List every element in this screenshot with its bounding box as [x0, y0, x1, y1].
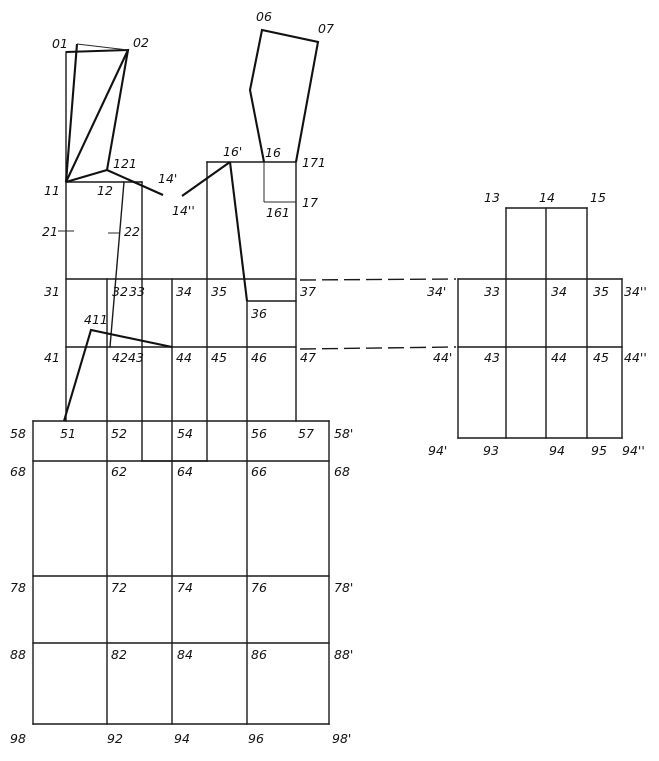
- label-37: 37: [300, 284, 316, 299]
- contour-121-42: [109, 181, 125, 348]
- label-54: 54: [177, 426, 193, 441]
- label-02: 02: [133, 35, 149, 50]
- label-r43: 43: [484, 350, 500, 365]
- label-r34: 34: [551, 284, 567, 299]
- label-94: 94: [174, 731, 190, 746]
- label-16: 16: [265, 145, 281, 160]
- label-52: 52: [111, 426, 127, 441]
- label-74: 74: [177, 580, 193, 595]
- label-41: 41: [44, 350, 60, 365]
- label-r14: 14: [539, 190, 555, 205]
- label-84: 84: [177, 647, 193, 662]
- label-68r: 68: [334, 464, 350, 479]
- label-62: 62: [111, 464, 127, 479]
- label-78: 78: [10, 580, 26, 595]
- main-horizontal-lines: [32, 161, 330, 725]
- label-42: 42: [112, 350, 128, 365]
- point-labels: 01 02 06 07 11 12 121 14' 14'' 16' 16 17…: [10, 9, 647, 746]
- contour-01a-11: [64, 43, 79, 183]
- label-46: 46: [251, 350, 267, 365]
- contour-lines: [62, 28, 320, 422]
- label-96: 96: [248, 731, 264, 746]
- contour-16a-36: [228, 161, 249, 302]
- label-43: 43: [128, 350, 144, 365]
- label-32: 32: [112, 284, 128, 299]
- contour-top-edge: [76, 43, 129, 51]
- label-47: 47: [300, 350, 316, 365]
- label-r34a: 34': [427, 284, 446, 299]
- label-31: 31: [44, 284, 60, 299]
- main-vertical-lines: [32, 51, 330, 725]
- label-88r: 88': [334, 647, 353, 662]
- label-56: 56: [251, 426, 267, 441]
- label-r44: 44: [551, 350, 567, 365]
- label-86: 86: [251, 647, 267, 662]
- label-33: 33: [129, 284, 145, 299]
- label-11: 11: [44, 183, 60, 198]
- label-r93: 93: [483, 443, 499, 458]
- label-411: 411: [84, 312, 108, 327]
- label-64: 64: [177, 464, 193, 479]
- dash-connector-47-44a: [299, 346, 457, 350]
- label-121: 121: [113, 156, 137, 171]
- label-58: 58: [10, 426, 26, 441]
- label-r95: 95: [591, 443, 607, 458]
- label-161: 161: [266, 205, 290, 220]
- label-66: 66: [251, 464, 267, 479]
- label-68: 68: [10, 464, 26, 479]
- label-r45: 45: [593, 350, 609, 365]
- label-45: 45: [211, 350, 227, 365]
- label-72: 72: [111, 580, 127, 595]
- label-78r: 78': [334, 580, 353, 595]
- label-51: 51: [60, 426, 76, 441]
- label-92: 92: [107, 731, 123, 746]
- label-22: 22: [124, 224, 140, 239]
- contour-11-121-14a: [65, 168, 164, 196]
- label-01: 01: [52, 36, 68, 51]
- label-r33: 33: [484, 284, 500, 299]
- label-14b: 14'': [172, 203, 195, 218]
- label-r94a: 94': [428, 443, 447, 458]
- label-76: 76: [251, 580, 267, 595]
- label-57: 57: [298, 426, 314, 441]
- contour-14b-16a: [181, 161, 231, 197]
- label-34: 34: [176, 284, 192, 299]
- label-r44a: 44': [433, 350, 452, 365]
- label-44: 44: [176, 350, 192, 365]
- label-171: 171: [302, 155, 326, 170]
- label-r13: 13: [484, 190, 500, 205]
- dash-connector-37-34a: [299, 278, 457, 281]
- label-17: 17: [302, 195, 318, 210]
- label-r94b: 94'': [622, 443, 645, 458]
- contour-51-411-44: [62, 328, 173, 422]
- label-58r: 58': [334, 426, 353, 441]
- label-r44b: 44'': [624, 350, 647, 365]
- label-12: 12: [97, 183, 113, 198]
- right-draft: [457, 207, 623, 439]
- contour-06-07-16: [248, 28, 320, 163]
- label-r94: 94: [549, 443, 565, 458]
- label-r35: 35: [593, 284, 609, 299]
- label-06: 06: [256, 9, 272, 24]
- label-98r: 98': [332, 731, 351, 746]
- label-21: 21: [42, 224, 58, 239]
- label-r15: 15: [590, 190, 606, 205]
- label-35: 35: [211, 284, 227, 299]
- label-82: 82: [111, 647, 127, 662]
- label-16a: 16': [223, 144, 242, 159]
- label-36: 36: [251, 306, 267, 321]
- label-88: 88: [10, 647, 26, 662]
- label-14a: 14': [158, 171, 177, 186]
- contour-02-11: [65, 49, 129, 183]
- label-07: 07: [318, 21, 334, 36]
- label-98: 98: [10, 731, 26, 746]
- label-r34b: 34'': [624, 284, 647, 299]
